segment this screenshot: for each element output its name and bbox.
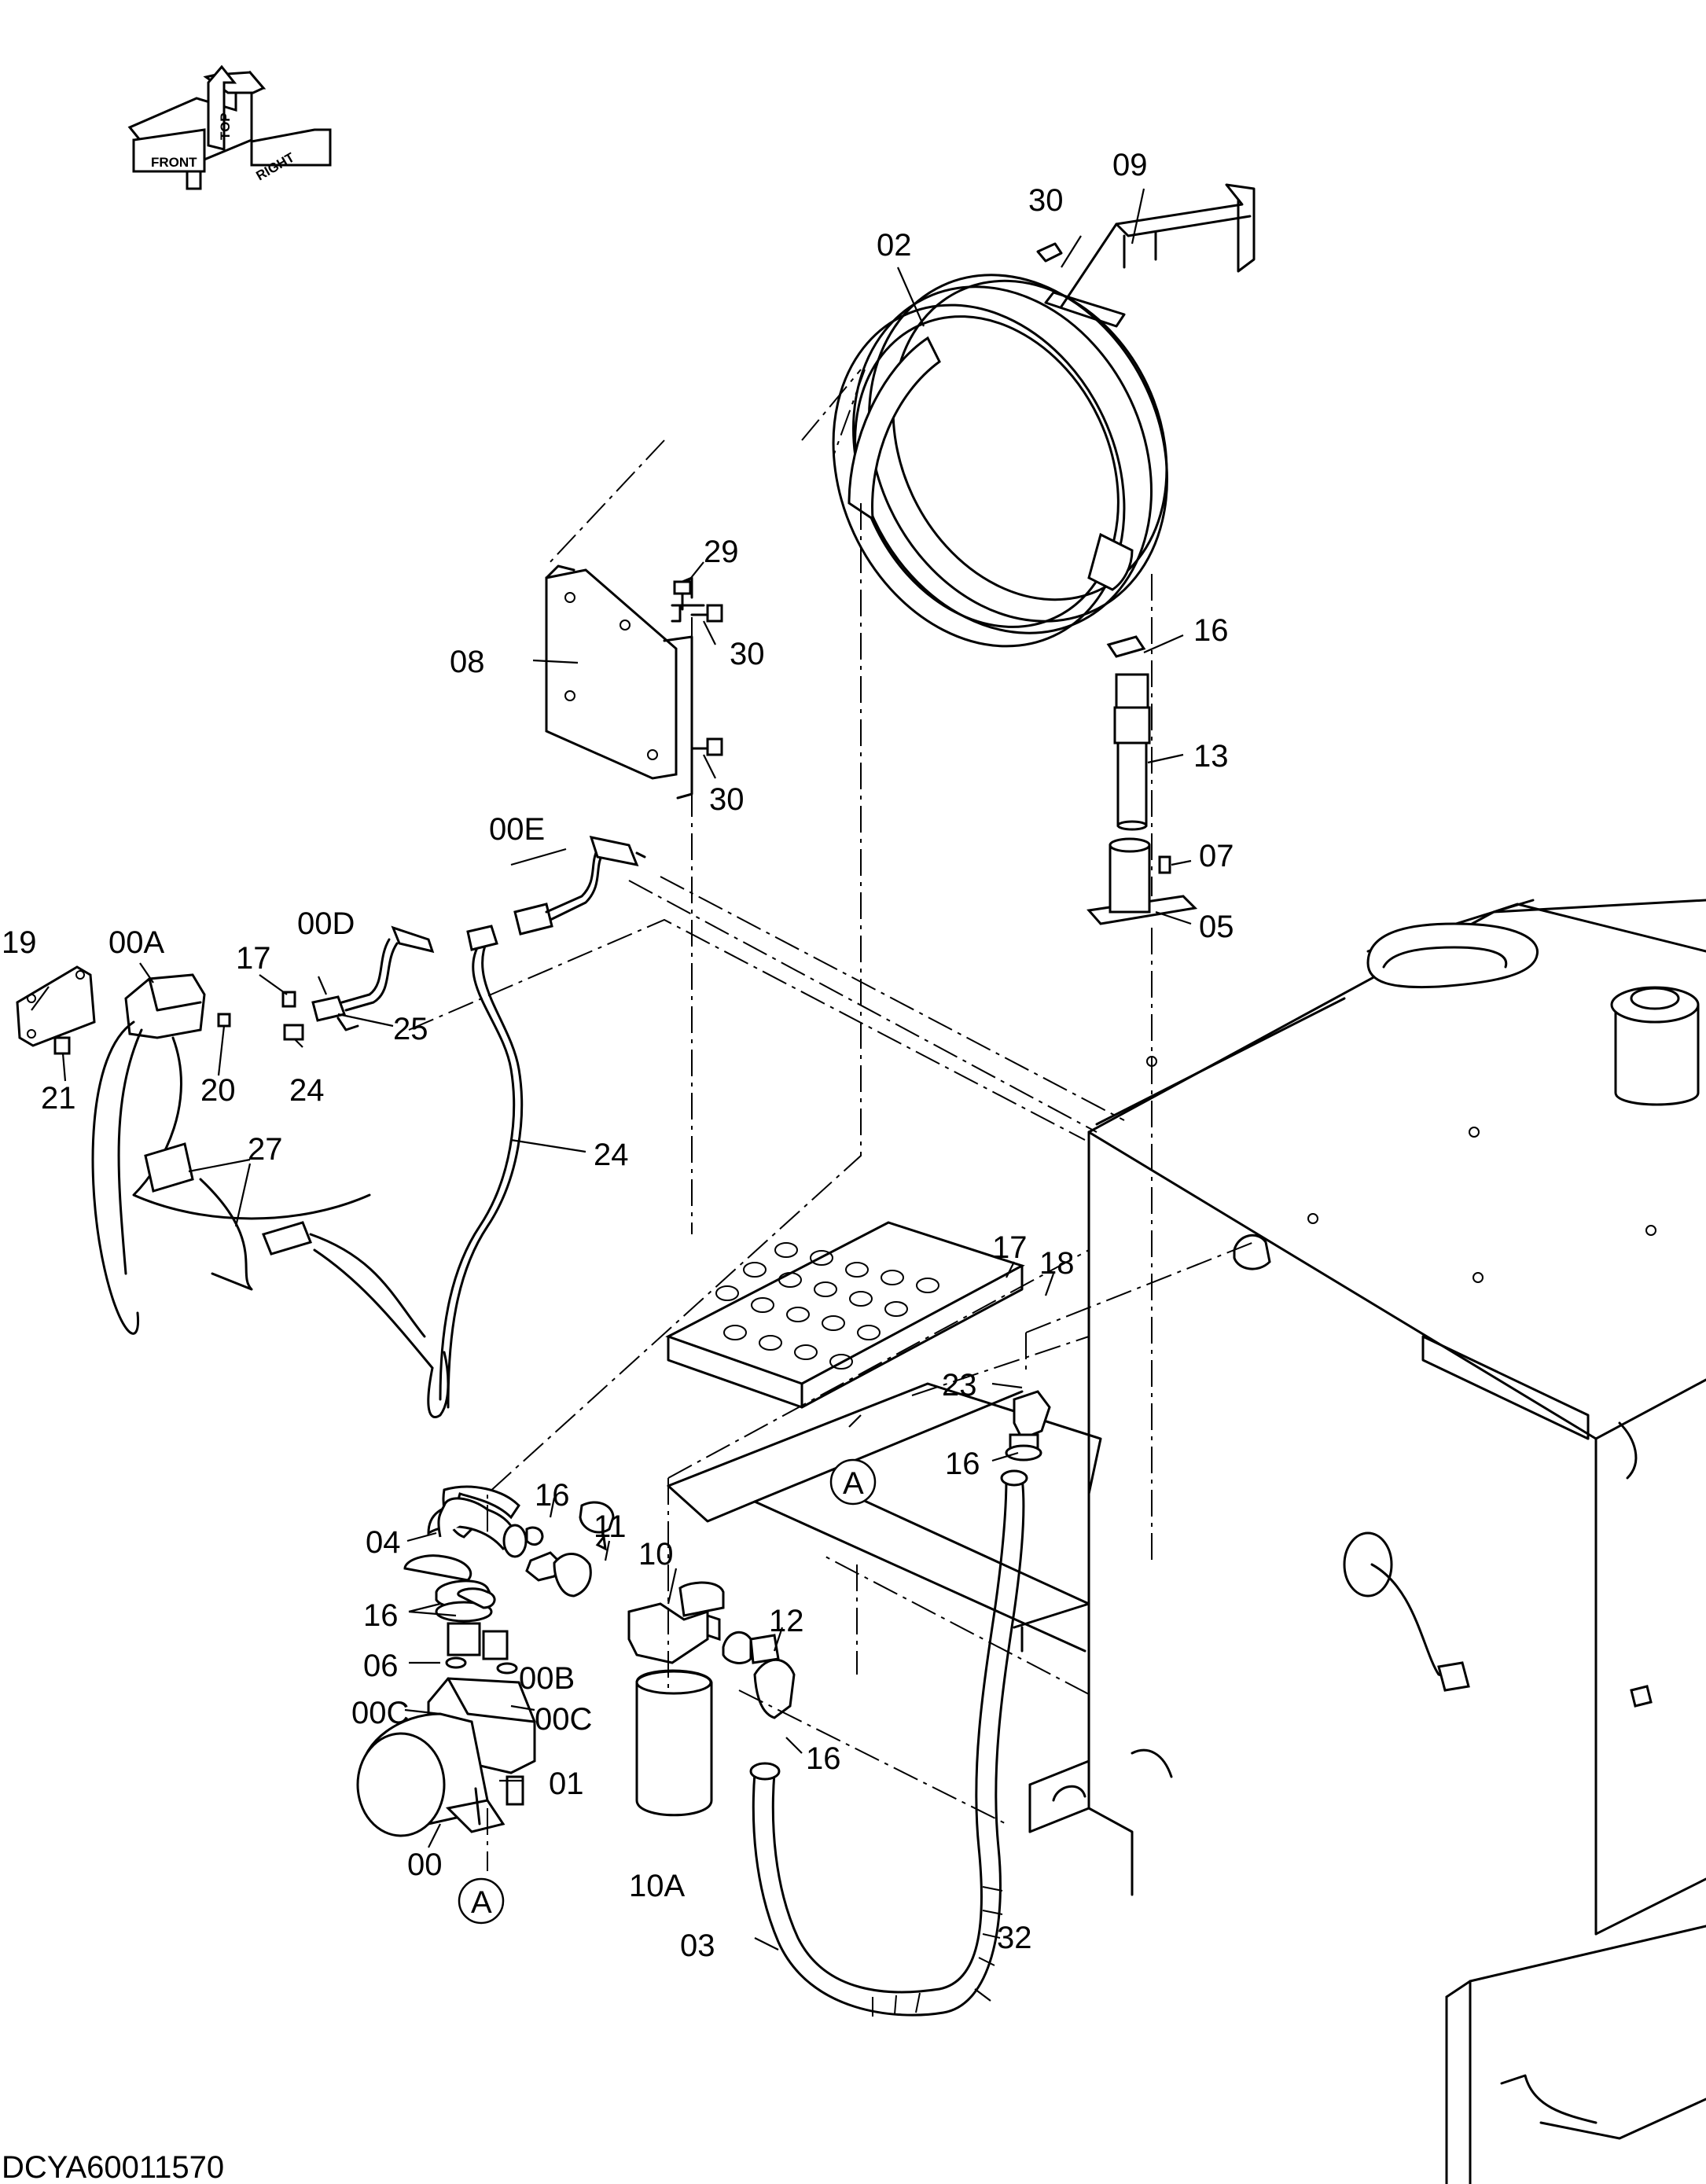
orientation-front-label: FRONT [151,155,197,170]
label-00E: 00E [489,812,545,847]
label-30-top: 30 [1028,183,1064,218]
callout-a-upper: A [829,1458,877,1506]
label-32: 32 [997,1921,1032,1955]
label-18: 18 [1039,1246,1075,1281]
label-00C-right: 00C [535,1702,592,1737]
wiring-harness [16,836,646,1418]
label-29: 29 [704,535,739,569]
label-11: 11 [594,1509,627,1544]
label-08: 08 [450,645,485,679]
label-24-harness: 24 [594,1138,629,1172]
label-30-lower: 30 [709,782,745,817]
label-27: 27 [248,1132,283,1167]
orientation-top-label: TOP [218,112,233,140]
hose-04-fittings [403,1497,615,1609]
hoses [749,1390,1051,2017]
label-16-left-a: 16 [535,1478,570,1513]
label-10: 10 [638,1537,674,1572]
tray-perforations [715,1242,939,1370]
callout-a-lower-text: A [471,1885,492,1920]
label-07: 07 [1199,839,1234,873]
label-25: 25 [393,1012,428,1046]
filter-group [525,1534,796,1817]
label-16-lower: 16 [806,1741,841,1776]
callout-a-lower: A [458,1877,505,1925]
label-17-right: 17 [992,1230,1028,1265]
bolts-29-30 [673,580,723,756]
label-00: 00 [407,1848,443,1882]
label-06: 06 [363,1649,399,1683]
fuel-pump-group [356,1485,536,1837]
label-03: 03 [680,1928,715,1963]
label-00C-left: 00C [351,1696,409,1730]
label-16-upper: 16 [1193,613,1229,648]
label-00B: 00B [519,1661,575,1696]
callout-a-upper-text: A [843,1466,864,1501]
alignment-lines [408,369,1255,1871]
drawing-code: DCYA60011570 [2,2150,224,2184]
label-23: 23 [942,1368,977,1403]
label-05: 05 [1199,910,1234,944]
label-20: 20 [200,1073,236,1108]
label-04: 04 [366,1525,401,1560]
pipe-13-bracket-05 [1086,635,1198,925]
label-02: 02 [877,228,912,263]
label-00A: 00A [108,925,164,960]
label-01: 01 [549,1767,584,1801]
part-labels: 09 30 02 29 30 08 30 16 13 07 05 00E 19 … [2,148,1234,1963]
label-19: 19 [2,925,37,960]
perforated-tray [665,1221,1102,1653]
bracket-plate-08 [545,564,705,800]
leader-lines [31,188,1192,2002]
bracket-09 [1036,183,1256,328]
label-16-right-upper: 16 [945,1447,980,1481]
label-10A: 10A [629,1869,685,1903]
label-13: 13 [1193,739,1229,774]
label-16-left-b: 16 [363,1598,399,1633]
label-24-small: 24 [289,1073,325,1108]
label-00D: 00D [297,906,355,941]
label-09: 09 [1112,148,1148,182]
label-17-left: 17 [236,941,271,976]
label-30-upper: 30 [730,637,765,671]
fuel-tank-assembly [1028,899,1706,2184]
orientation-indicator: FRONT TOP RIGHT [127,64,332,190]
label-21: 21 [41,1081,76,1116]
hose-coil [832,274,1168,648]
label-12: 12 [769,1604,804,1638]
